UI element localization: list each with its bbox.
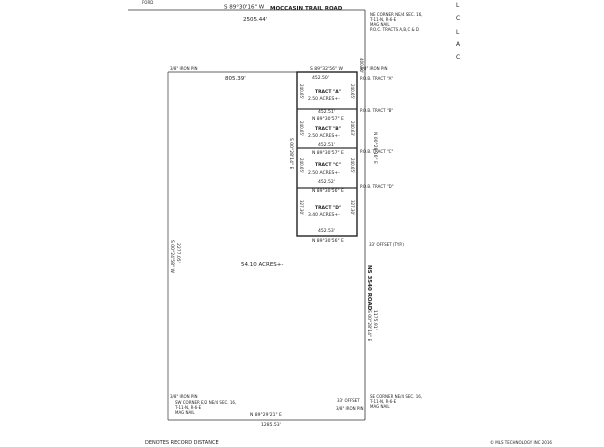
- tract-d-name: TRACT "D": [315, 205, 341, 211]
- top-left-distance: 805.39': [225, 76, 246, 82]
- tract-b-left-length: 240.65': [299, 121, 304, 136]
- margin-letter-3: L: [456, 29, 460, 36]
- offset-top-note: 33' OFFSET (TYP.): [369, 242, 404, 247]
- main-area-acres: 54.10 ACRES+-: [241, 262, 283, 268]
- ne-vertical-distance: 400.00': [359, 58, 364, 73]
- west-distance: 2277.05': [175, 243, 181, 263]
- tract-b-acres: 2.50 ACRES+-: [308, 133, 340, 139]
- tract-d-south-bearing: N 89°30'56" E: [312, 238, 344, 244]
- pob-tract-c: P.O.B. TRACT "C": [360, 149, 393, 154]
- tract-c-name: TRACT "C": [315, 162, 341, 168]
- ne-corner-line-1: NE CORNER NE/4 SEC. 16,: [370, 12, 423, 17]
- tract-d-right-length: 327.30': [350, 200, 355, 215]
- tract-a-south-distance: 452.51': [318, 109, 335, 115]
- tract-c-south-distance: 452.52': [318, 179, 335, 185]
- tract-c-south-bearing: N 89°30'56" E: [312, 188, 344, 194]
- se-corner-line-3: MAG NAIL: [370, 404, 390, 409]
- west-bearing: S 00°24'58" W: [169, 240, 175, 273]
- ne-corner-line-2: T-11-N, R-6-E: [369, 17, 397, 22]
- offset-bottom-note: 33' OFFSET: [337, 398, 360, 403]
- top-distance: 2505.44': [243, 17, 267, 23]
- tract-block-outline: [296, 71, 358, 237]
- iron-pin-bottom-left: 3/8" IRON PIN: [170, 394, 198, 399]
- right-vertical-bearing: N 00°28'16" E: [372, 132, 378, 164]
- iron-pin-bottom: 3/8" IRON PIN: [336, 406, 364, 411]
- margin-letter-4: A: [456, 41, 461, 48]
- tract-a-name: TRACT "A": [315, 89, 341, 95]
- top-bearing: S 89°30'16" W: [224, 5, 265, 11]
- tract-a-right-length: 240.65': [350, 84, 355, 99]
- record-distance-legend: DENOTES RECORD DISTANCE: [145, 440, 219, 446]
- tract-c-left-length: 240.65': [299, 158, 304, 173]
- margin-letter-2: C: [456, 15, 460, 22]
- ne-corner-line-3: MAG NAIL: [370, 22, 390, 27]
- road-north-label: MOCCASIN TRAIL ROAD: [270, 6, 343, 12]
- bottom-distance: 1285.53': [261, 422, 281, 428]
- sw-corner-line-1: SW CORNER E/2 NE/4 SEC. 16,: [175, 400, 236, 405]
- margin-letter-5: C: [456, 54, 460, 61]
- tract-b-south-distance: 452.51': [318, 142, 335, 148]
- tract-a-south-bearing: N 89°30'57" E: [312, 116, 344, 122]
- east-lower-distance: 1175.91': [372, 310, 378, 330]
- tract-a-north-distance: 452.50': [312, 75, 329, 81]
- se-corner-line-2: T-11-N, R-6-E: [369, 399, 397, 404]
- tract-d-left-length: 327.30': [299, 200, 304, 215]
- tract-d-south-distance: 452.53': [318, 228, 335, 234]
- tract-a-left-length: 240.65': [299, 84, 304, 99]
- sw-corner-line-2: T-11-N, R-6-E: [174, 405, 202, 410]
- mid-vertical-bearing: S 00°28'14" E: [288, 138, 294, 169]
- tract-a-acres: 2.50 ACRES+-: [308, 96, 340, 102]
- iron-pin-top-left: 3/8" IRON PIN: [170, 66, 198, 71]
- east-lower-bearing: S 00°28'14" E: [366, 310, 372, 341]
- bottom-bearing: N 89°29'21" E: [250, 412, 282, 418]
- tract-b-name: TRACT "B": [315, 126, 341, 132]
- sw-corner-line-3: MAG NAIL: [175, 410, 195, 415]
- margin-letter-1: L: [456, 2, 460, 9]
- east-road-label: NS 3540 ROAD: [366, 265, 372, 311]
- pob-tract-d: P.O.B. TRACT "D": [360, 184, 394, 189]
- iron-pin-top-right: 3/8" IRON PIN: [360, 66, 388, 71]
- tract-a-north-bearing: S 89°32'56" W: [310, 66, 343, 72]
- tract-b-south-bearing: N 89°30'57" E: [312, 150, 344, 156]
- se-corner-line-1: SE CORNER NE/4 SEC. 16,: [370, 394, 422, 399]
- ne-corner-line-4: P.O.C. TRACTS A,B,C & D: [370, 27, 419, 32]
- pob-tract-a: P.O.B. TRACT "A": [360, 76, 393, 81]
- tract-c-acres: 2.50 ACRES+-: [308, 170, 340, 176]
- pob-tract-b: P.O.B. TRACT "B": [360, 108, 393, 113]
- tract-d-acres: 3.40 ACRES+-: [308, 212, 340, 218]
- corner-fragment: FORD: [142, 0, 153, 5]
- tract-c-right-length: 240.65': [350, 158, 355, 173]
- tract-b-right-length: 240.63': [350, 121, 355, 136]
- copyright-text: © MLS TECHNOLOGY INC 2016: [490, 440, 552, 445]
